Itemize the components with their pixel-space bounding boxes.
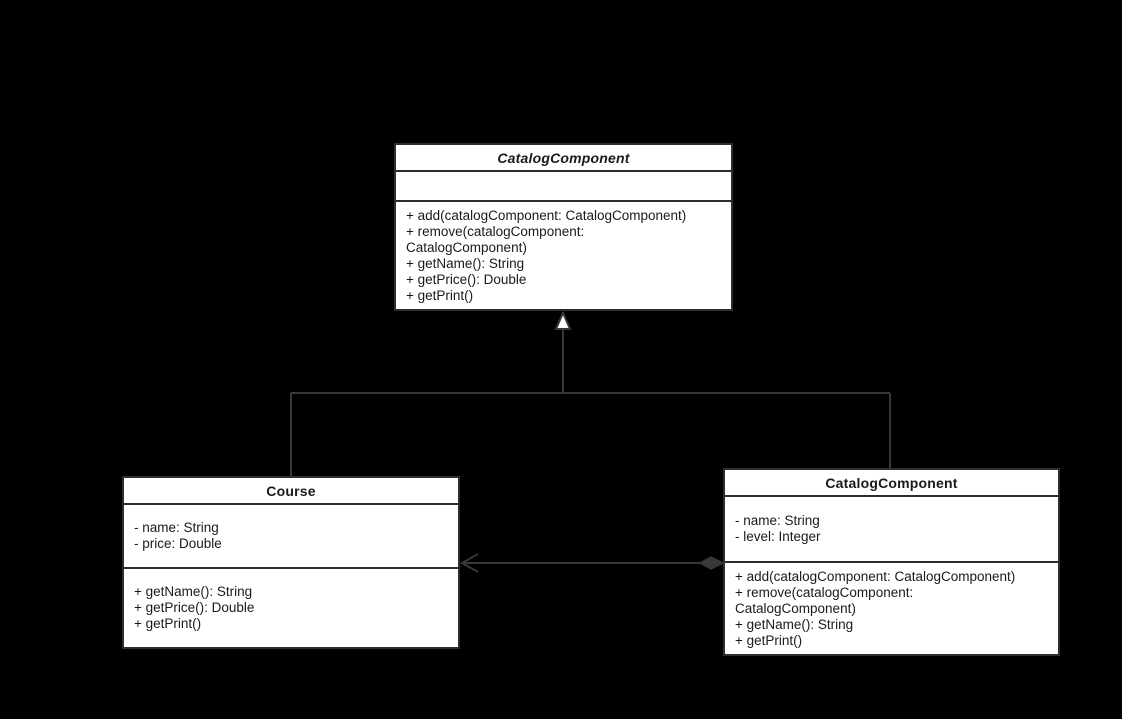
class-title: CatalogComponent <box>396 145 731 172</box>
class-box-composite-catalogcomponent[interactable]: CatalogComponent - name: String - level:… <box>723 468 1060 656</box>
open-arrowhead-icon <box>459 553 479 573</box>
class-attributes <box>396 172 731 202</box>
class-attributes: - name: String - level: Integer <box>725 497 1058 563</box>
class-box-course[interactable]: Course - name: String - price: Double + … <box>122 476 460 649</box>
class-box-abstract-catalogcomponent[interactable]: CatalogComponent + add(catalogComponent:… <box>394 143 733 311</box>
class-methods: + add(catalogComponent: CatalogComponent… <box>406 207 687 303</box>
class-title: CatalogComponent <box>725 470 1058 497</box>
inheritance-triangle-icon <box>554 310 572 330</box>
class-methods: + add(catalogComponent: CatalogComponent… <box>735 568 1016 648</box>
composition-edge[interactable] <box>459 553 725 573</box>
class-methods: + getName(): String + getPrice(): Double… <box>134 584 255 631</box>
generalization-edge[interactable] <box>290 310 891 476</box>
class-title: Course <box>124 478 458 505</box>
class-attributes: - name: String - price: Double <box>124 505 458 569</box>
composition-diamond-icon <box>698 556 725 570</box>
